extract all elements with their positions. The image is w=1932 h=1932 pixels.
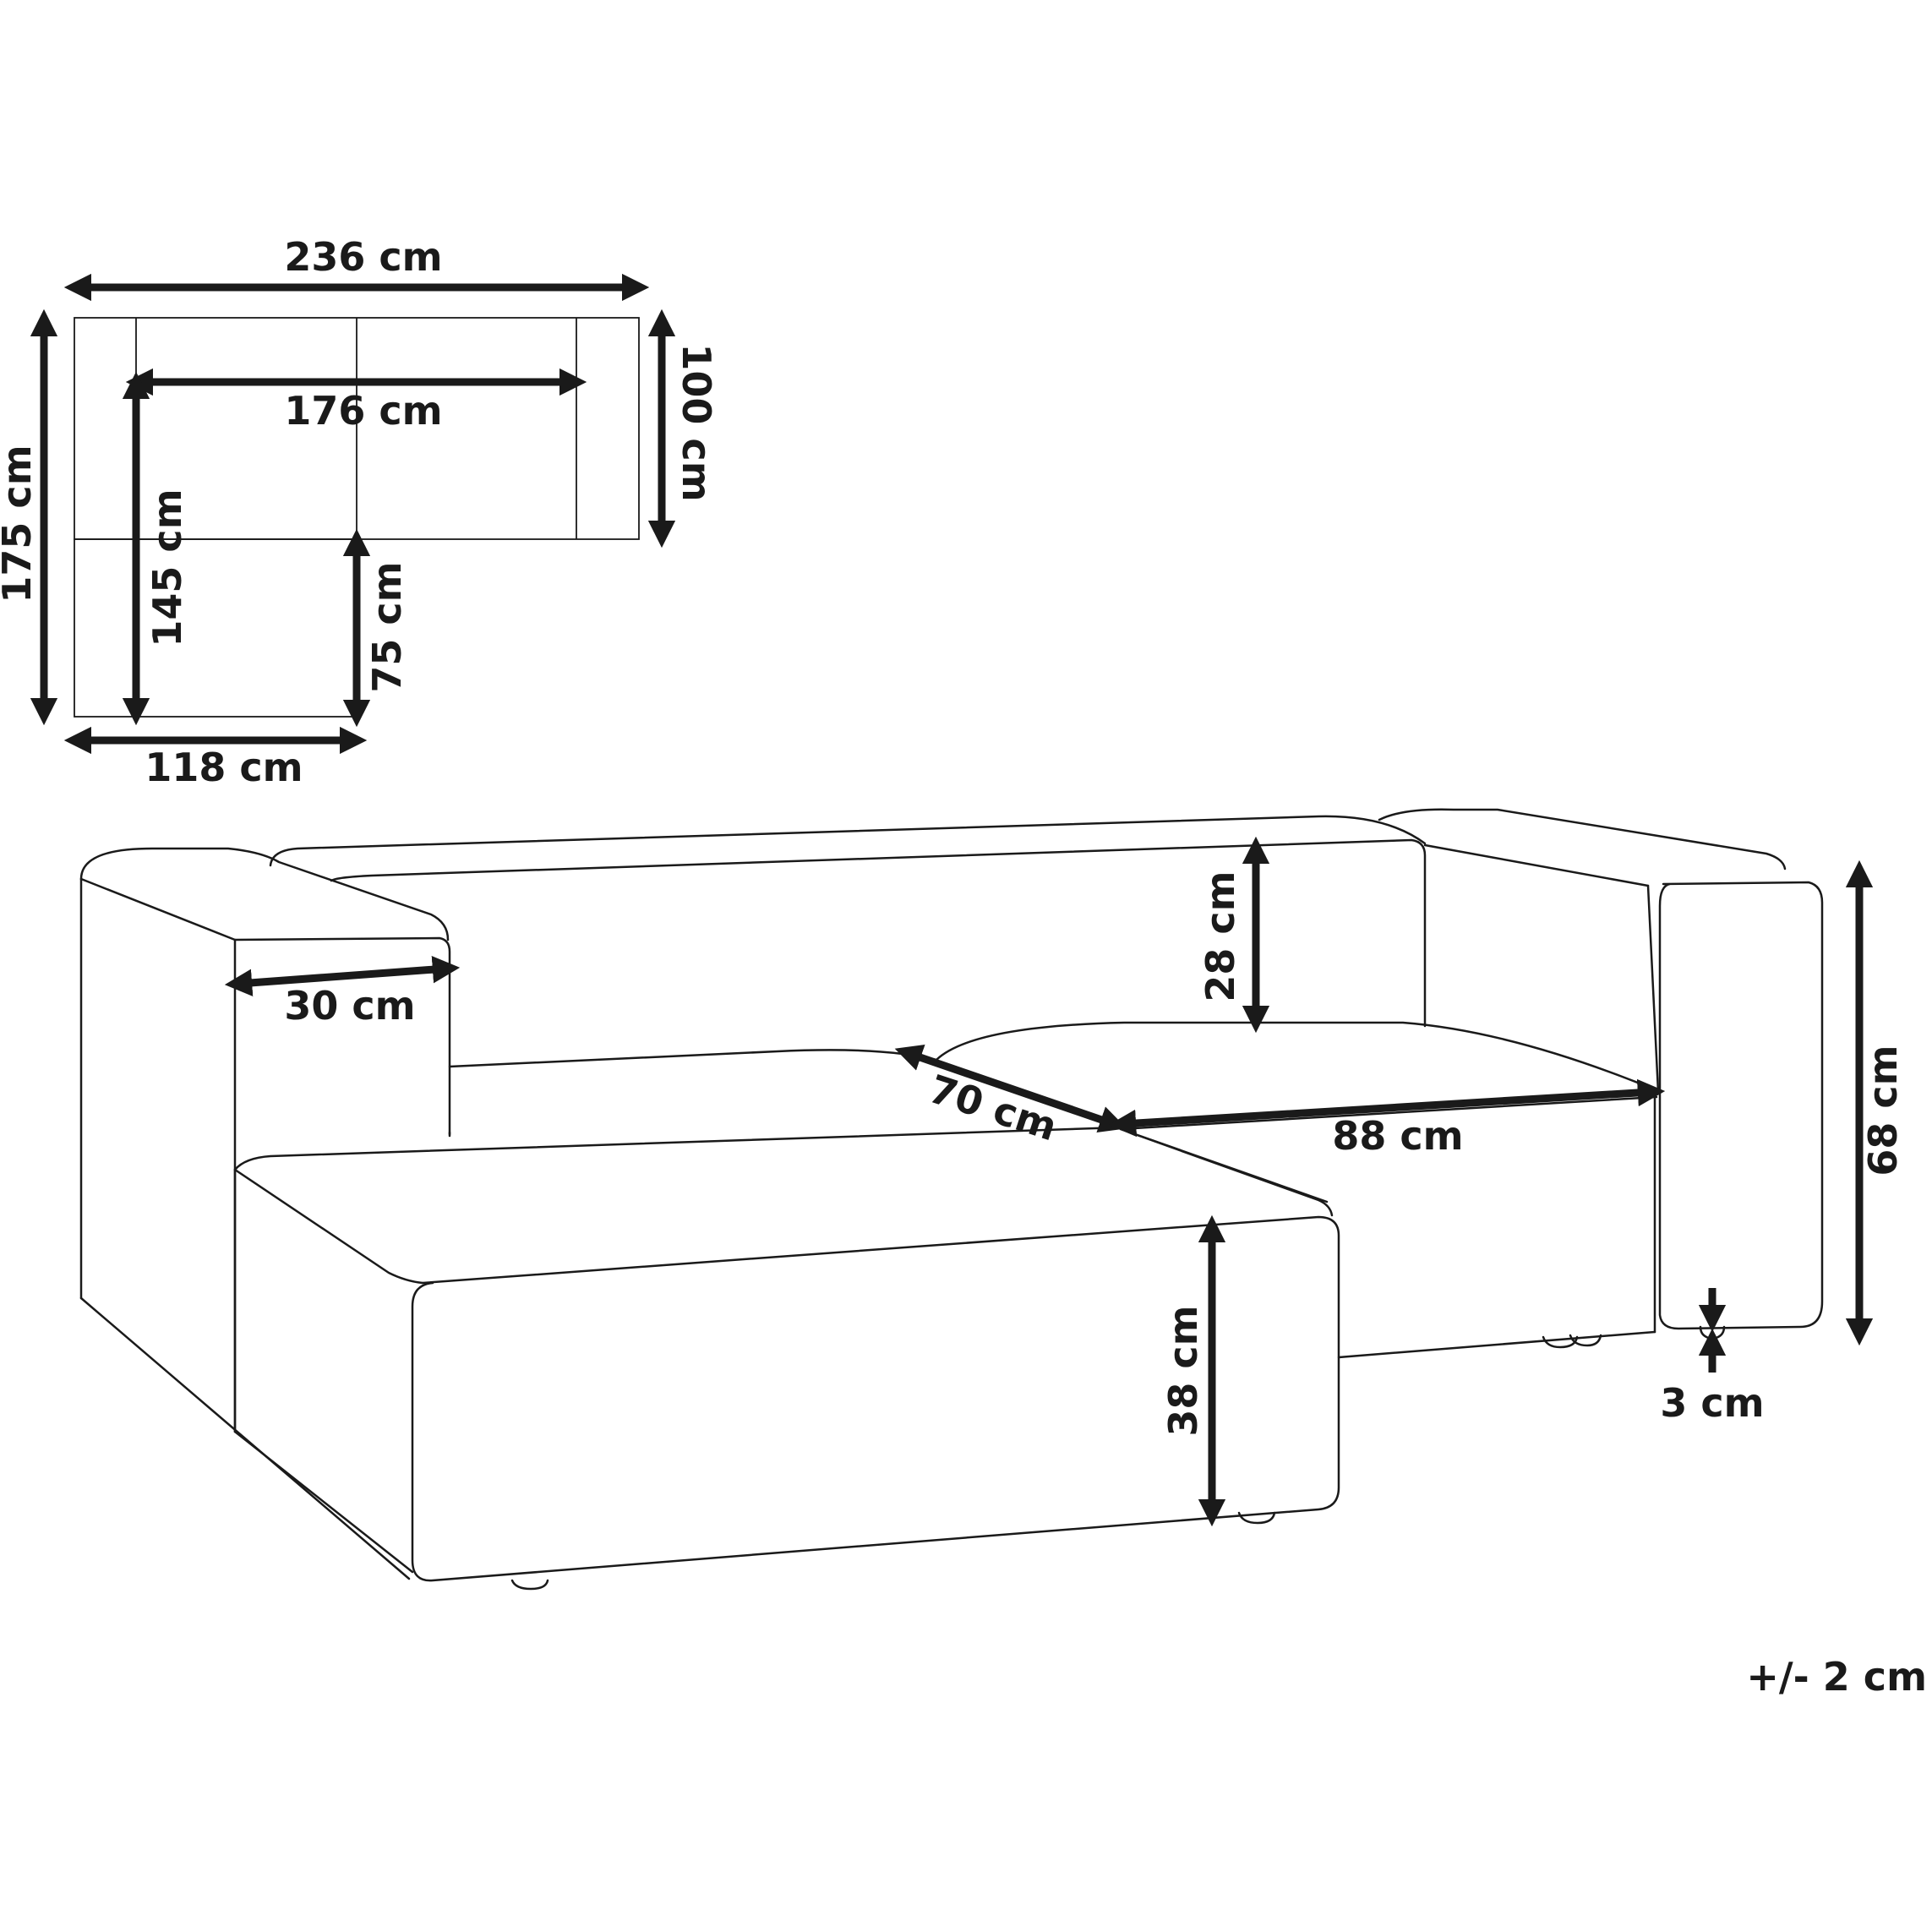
plan-view: 236 cm 176 cm 100 cm 175 cm 145 cm 75 cm… — [0, 234, 719, 790]
dim-depth-total: 175 cm — [0, 308, 58, 726]
dim-seat-height: 38 cm — [1160, 1214, 1226, 1527]
label-seat-height: 38 cm — [1160, 1305, 1206, 1436]
dim-depth-inner: 145 cm — [122, 371, 190, 726]
label-depth-total: 175 cm — [0, 445, 40, 603]
dim-armrest-width: 30 cm — [224, 956, 461, 1029]
label-overall-width: 236 cm — [284, 234, 442, 280]
dim-backrest-height: 28 cm — [1198, 836, 1270, 1034]
dim-chaise-extension: 75 cm — [342, 528, 410, 728]
label-total-height: 68 cm — [1860, 1045, 1906, 1176]
perspective-view: 30 cm 28 cm 70 cm 88 cm 68 cm 38 cm 3 cm — [79, 808, 1906, 1591]
dim-seat-width-perspective: 88 cm — [1108, 1078, 1666, 1159]
label-chaise-width: 118 cm — [145, 745, 303, 790]
label-seat-width-perspective: 88 cm — [1332, 1113, 1463, 1159]
dim-seat-depth: 70 cm — [894, 1044, 1127, 1149]
dim-leg-height: 3 cm — [1660, 1288, 1765, 1426]
label-chaise-extension: 75 cm — [364, 561, 410, 692]
dim-depth-main: 100 cm — [647, 308, 719, 548]
dim-seat-width: 176 cm — [125, 368, 587, 434]
label-depth-main: 100 cm — [674, 343, 719, 501]
dim-overall-width: 236 cm — [63, 234, 650, 302]
label-armrest-width: 30 cm — [284, 983, 415, 1029]
label-leg-height: 3 cm — [1660, 1380, 1764, 1426]
label-backrest-height: 28 cm — [1198, 870, 1243, 1001]
label-seat-width-plan: 176 cm — [284, 388, 442, 434]
dim-chaise-width: 118 cm — [63, 726, 368, 790]
sofa-drawing — [79, 808, 1824, 1591]
label-depth-inner: 145 cm — [145, 488, 190, 647]
tolerance-note: +/- 2 cm — [1746, 1654, 1927, 1700]
dim-total-height: 68 cm — [1845, 860, 1906, 1346]
